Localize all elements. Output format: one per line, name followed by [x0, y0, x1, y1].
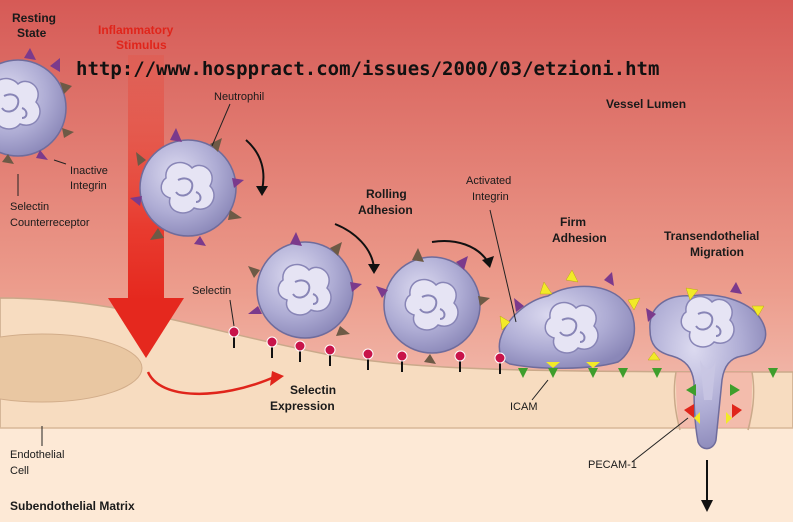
- neutrophil-free: [130, 128, 244, 246]
- selectin-counterreceptor-label-line1: Selectin: [10, 201, 49, 213]
- neutrophil-firm-adhesion: [498, 269, 641, 370]
- motion-arrow-1: [245, 139, 265, 191]
- inflammatory-stimulus-label-line1: Inflammatory: [98, 23, 174, 37]
- subendothelial-matrix-label: Subendothelial Matrix: [10, 499, 135, 513]
- inactive-integrin-label-line1: Inactive: [70, 165, 108, 177]
- neutrophil-transmigrating: [646, 282, 767, 450]
- resting-neutrophil: [0, 48, 74, 164]
- inflammatory-stimulus-label-line2: Stimulus: [116, 38, 167, 52]
- transendothelial-migration-label-line2: Migration: [690, 245, 744, 259]
- activated-integrin-label-line2: Integrin: [472, 191, 509, 203]
- icam-molecules: [518, 362, 778, 378]
- selectin-molecules: [228, 326, 506, 374]
- neutrophil-rolling-1: [248, 232, 362, 339]
- endothelial-cell-label-line2: Cell: [10, 465, 29, 477]
- leader-lines: [17, 103, 689, 463]
- transendothelial-migration-label-line1: Transendothelial: [664, 229, 759, 243]
- neutrophil-label: Neutrophil: [214, 91, 264, 103]
- motion-arrow-3: [431, 240, 489, 263]
- selectin-counterreceptor-label-line2: Counterreceptor: [10, 217, 90, 229]
- firm-adhesion-label-line1: Firm: [560, 215, 586, 229]
- inactive-integrin-label-line2: Integrin: [70, 180, 107, 192]
- vessel-lumen-label: Vessel Lumen: [606, 97, 686, 111]
- endothelial-cell-label-line1: Endothelial: [10, 449, 64, 461]
- icam-label: ICAM: [510, 401, 538, 413]
- selectin-expression-arrow: [146, 371, 273, 396]
- subendothelial-matrix-region: [0, 428, 793, 522]
- pecam-label: PECAM-1: [588, 459, 637, 471]
- endothelial-nucleus: [0, 333, 143, 403]
- source-url: http://www.hosppract.com/issues/2000/03/…: [76, 58, 659, 80]
- selectin-expression-label-line1: Selectin: [290, 383, 336, 397]
- resting-state-label-line2: State: [17, 26, 47, 40]
- firm-adhesion-label-line2: Adhesion: [552, 231, 607, 245]
- resting-state-label-line1: Resting: [12, 11, 56, 25]
- selectin-label: Selectin: [192, 285, 231, 297]
- neutrophil-rolling-2: [376, 248, 490, 364]
- rolling-adhesion-label-line2: Adhesion: [358, 203, 413, 217]
- pecam-molecules: [684, 384, 742, 424]
- rolling-adhesion-label-line1: Rolling: [366, 187, 407, 201]
- motion-arrow-2: [334, 223, 375, 269]
- activated-integrin-label-line1: Activated: [466, 175, 511, 187]
- selectin-expression-label-line2: Expression: [270, 399, 335, 413]
